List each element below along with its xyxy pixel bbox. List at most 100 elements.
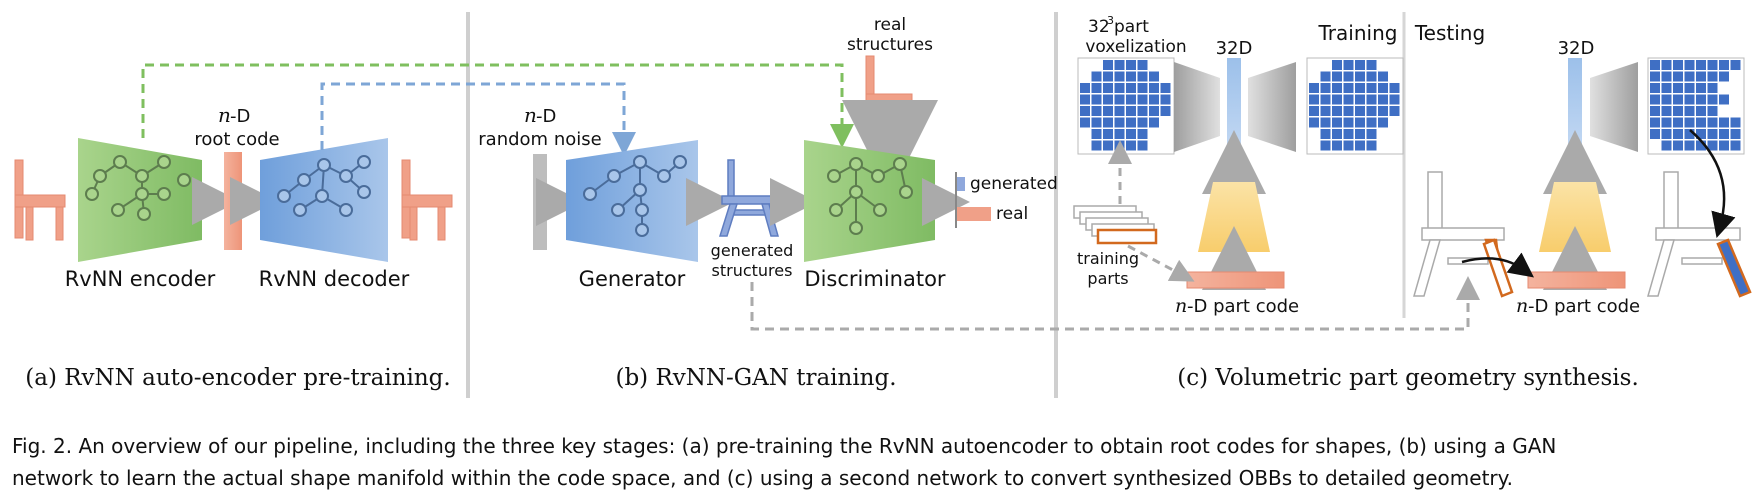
voxel-cell	[1103, 129, 1113, 139]
noise-bar	[533, 154, 547, 250]
voxel-cell	[1719, 94, 1729, 105]
voxel-cell	[1114, 71, 1125, 82]
voxel-cell	[1320, 129, 1331, 139]
voxel-cell	[1696, 83, 1706, 93]
voxel-cell	[1114, 83, 1125, 93]
voxel-cell	[1707, 129, 1718, 139]
input-chair-icon	[14, 159, 66, 241]
voxel-cell	[1332, 106, 1342, 116]
voxel-cell	[1091, 83, 1102, 93]
output-chair-icon	[401, 159, 453, 241]
part-code-train-n: n	[1175, 295, 1187, 317]
voxel-cell	[1332, 71, 1342, 82]
voxel-cell	[1650, 83, 1660, 93]
discriminator-tree-icon	[827, 157, 913, 235]
voxel-cell	[1103, 71, 1113, 82]
voxel-cell	[1684, 140, 1695, 151]
voxel-cell	[1673, 129, 1683, 139]
voxel-cell	[1320, 140, 1331, 151]
voxel-cell	[1707, 60, 1718, 70]
latent-32d-test	[1568, 58, 1582, 154]
voxel-cell	[1343, 140, 1354, 151]
voxel-cell	[1114, 129, 1125, 139]
noise-n: n	[524, 103, 537, 127]
voxel-cell	[1320, 117, 1331, 128]
caption-b: (b) RvNN-GAN training.	[615, 365, 896, 391]
voxel-cell	[1650, 106, 1660, 116]
part-code-test-label: -D part code	[1528, 296, 1640, 317]
generated-structures-line1: generated	[711, 241, 794, 260]
voxel-cell	[1650, 117, 1660, 128]
voxel-cell	[1378, 117, 1388, 128]
voxel-encoder	[1174, 62, 1220, 152]
voxel-cell	[1320, 106, 1331, 116]
voxel-cell	[1137, 140, 1148, 151]
part-code-train-bar	[1186, 271, 1285, 289]
voxel-cell	[1343, 60, 1354, 70]
voxel-cell	[1673, 140, 1683, 151]
voxel-cell	[1091, 129, 1102, 139]
training-label: Training	[1318, 21, 1398, 45]
voxel-cell	[1137, 60, 1148, 70]
caption-line-1: Fig. 2. An overview of our pipeline, inc…	[12, 434, 1557, 458]
voxel-cell	[1378, 106, 1388, 116]
voxel-cell	[1091, 106, 1102, 116]
voxel-cell	[1332, 94, 1342, 105]
voxel-cell	[1684, 106, 1695, 116]
voxel-cell	[1719, 140, 1729, 151]
voxel-cell	[1684, 83, 1695, 93]
voxel-cell	[1719, 71, 1729, 82]
part-encoder-train	[1198, 182, 1270, 252]
voxel-cell	[1137, 117, 1148, 128]
voxel-cell	[1332, 117, 1342, 128]
voxel-cell	[1320, 94, 1331, 105]
root-code-d: -D	[230, 106, 250, 127]
training-parts-icon	[1073, 205, 1158, 245]
voxel-cell	[1366, 106, 1377, 116]
generator-tree-icon	[583, 155, 687, 237]
voxel-decoder-train	[1248, 62, 1296, 152]
legend-real-label: real	[996, 204, 1028, 224]
voxel-cell	[1149, 71, 1159, 82]
voxel-cell	[1355, 106, 1365, 116]
voxel-cell	[1366, 140, 1377, 151]
decoder-tree-icon	[277, 155, 371, 217]
voxel-cell	[1355, 83, 1365, 93]
voxel-cell	[1661, 94, 1672, 105]
latent-32d-train	[1227, 58, 1241, 154]
voxel-cell	[1719, 117, 1729, 128]
voxel-cell	[1696, 129, 1706, 139]
voxel-cell	[1126, 60, 1136, 70]
voxel-cell	[1149, 83, 1159, 93]
generated-structures-line2: structures	[712, 261, 793, 280]
voxel-cell	[1730, 60, 1741, 70]
voxel-cell	[1684, 60, 1695, 70]
dim-test-label: 32D	[1558, 38, 1595, 59]
voxel-cell	[1707, 106, 1718, 116]
voxel-cell	[1309, 83, 1319, 93]
voxel-cell	[1320, 71, 1331, 82]
voxel-cell	[1696, 117, 1706, 128]
voxel-cell	[1366, 129, 1377, 139]
voxel-cell	[1719, 60, 1729, 70]
discriminator-label: Discriminator	[804, 267, 946, 291]
voxel-cell	[1103, 94, 1113, 105]
voxel-cell	[1114, 94, 1125, 105]
voxel-cell	[1137, 106, 1148, 116]
training-parts-line1: training	[1077, 249, 1139, 268]
voxel-cell	[1137, 94, 1148, 105]
voxel-cell	[1389, 106, 1400, 116]
curve-vox-to-chair	[1689, 129, 1736, 239]
voxel-cell	[1661, 140, 1672, 151]
voxel-cell	[1696, 106, 1706, 116]
voxel-cell	[1661, 83, 1672, 93]
generated-structure-icon	[718, 159, 779, 237]
voxel-cell	[1114, 106, 1125, 116]
voxel-cell	[1160, 83, 1171, 93]
root-code-n: n	[218, 103, 231, 127]
panel-c: 32 3 part voxelization Training Testing …	[1073, 14, 1752, 391]
voxel-cell	[1684, 129, 1695, 139]
voxel-cell	[1355, 140, 1365, 151]
curve-part-to-code	[1461, 252, 1535, 278]
